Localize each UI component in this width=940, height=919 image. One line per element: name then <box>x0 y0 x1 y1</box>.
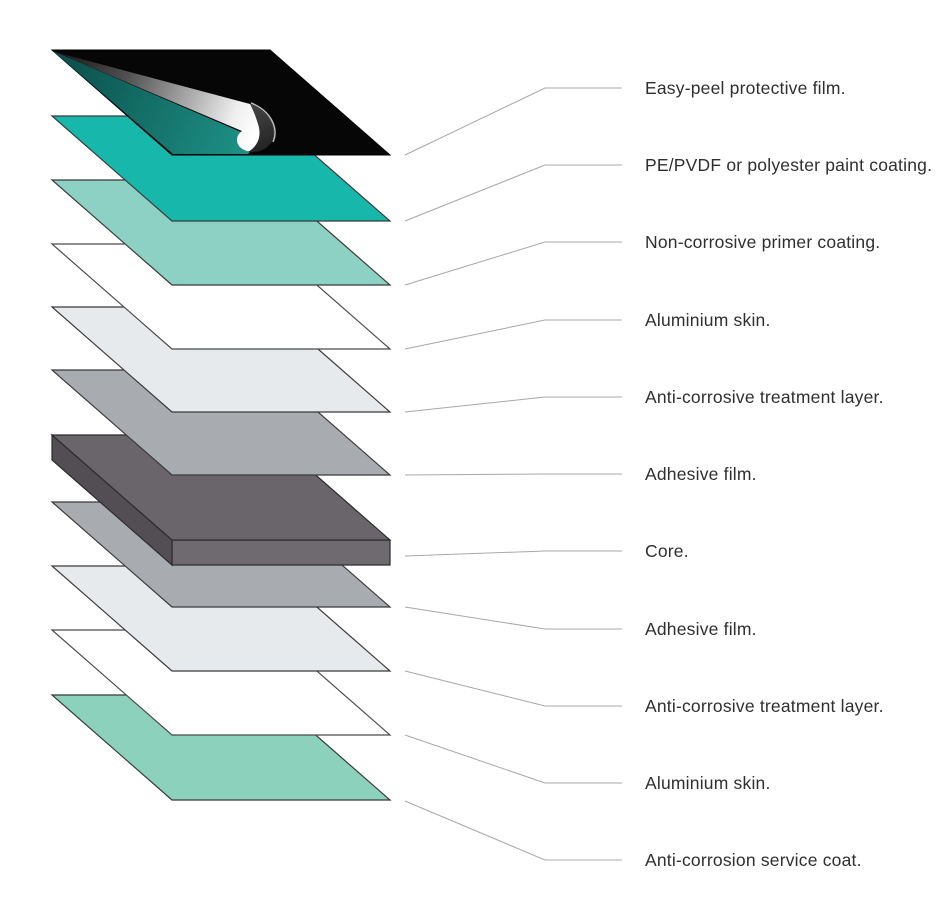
layer-label-anti-corrosive-treatment-top: Anti-corrosive treatment layer. <box>645 387 884 407</box>
layer-label-aluminium-skin-bottom: Aluminium skin. <box>645 773 771 793</box>
leader-line-aluminium-skin-top <box>404 319 622 350</box>
leader-line-aluminium-skin-bottom <box>404 734 622 784</box>
leader-line-primer-coating <box>404 241 622 286</box>
leader-line-anti-corrosive-treatment-bottom <box>404 670 622 707</box>
layer-label-anti-corrosion-service-coat: Anti-corrosion service coat. <box>645 850 862 870</box>
leader-line-easy-peel-protective-film <box>404 87 622 156</box>
leader-line-adhesive-film-bottom <box>404 606 622 630</box>
layer-label-easy-peel-protective-film: Easy-peel protective film. <box>645 78 846 98</box>
leader-line-adhesive-film-top <box>404 473 622 476</box>
leader-line-core <box>404 550 622 557</box>
layer-label-adhesive-film-bottom: Adhesive film. <box>645 619 757 639</box>
leader-line-anti-corrosion-service-coat <box>404 800 622 861</box>
layer-label-core: Core. <box>645 541 689 561</box>
layer-easy-peel-protective-film <box>50 49 392 156</box>
layer-label-adhesive-film-top: Adhesive film. <box>645 464 757 484</box>
layer-label-aluminium-skin-top: Aluminium skin. <box>645 310 771 330</box>
layer-label-anti-corrosive-treatment-bottom: Anti-corrosive treatment layer. <box>645 696 884 716</box>
leader-line-paint-coating <box>404 164 622 222</box>
leader-line-anti-corrosive-treatment-top <box>404 396 622 413</box>
layer-label-primer-coating: Non-corrosive primer coating. <box>645 232 880 252</box>
layer-label-paint-coating: PE/PVDF or polyester paint coating. <box>645 155 932 175</box>
